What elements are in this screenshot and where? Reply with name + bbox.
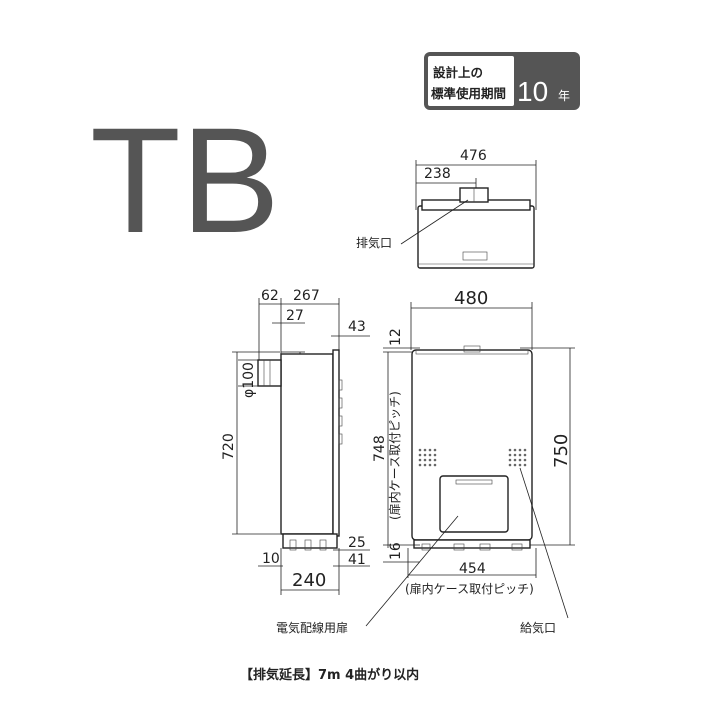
front-dim-16: 16 bbox=[388, 542, 404, 560]
side-view: 62 267 27 43 77 φ100 720 bbox=[221, 288, 370, 595]
front-pitch-label-vertical: (扉内ケース取付ピッチ) bbox=[388, 391, 402, 520]
intake-label: 給気口 bbox=[520, 620, 556, 635]
model-name: TB bbox=[90, 96, 280, 264]
top-width-dim: 476 bbox=[460, 148, 487, 164]
right-vent-grill bbox=[508, 448, 527, 467]
exhaust-extension-caption: 【排気延長】7m 4曲がり以内 bbox=[240, 667, 419, 683]
side-height-dim: 720 bbox=[221, 433, 237, 460]
side-dim-10: 10 bbox=[262, 551, 280, 567]
top-vent-offset-dim: 238 bbox=[424, 166, 451, 182]
service-life-badge: 設計上の 標準使用期間 10 年 bbox=[424, 52, 580, 110]
badge-years: 10 bbox=[517, 76, 548, 107]
side-dim-41: 41 bbox=[348, 552, 366, 568]
side-width-dim: 240 bbox=[292, 570, 326, 591]
exhaust-label: 排気口 bbox=[356, 235, 392, 250]
badge-unit: 年 bbox=[558, 89, 570, 103]
front-view: 480 12 750 748 (扉内ケース取付ピッチ) bbox=[365, 288, 575, 627]
side-dim-27: 27 bbox=[286, 308, 304, 324]
side-dim-267: 267 bbox=[293, 288, 320, 304]
left-vent-grill bbox=[418, 448, 437, 467]
front-width-dim: 480 bbox=[454, 288, 488, 309]
side-dim-43: 43 bbox=[348, 319, 366, 335]
side-dim-62: 62 bbox=[261, 288, 279, 304]
wiring-door-label: 電気配線用扉 bbox=[276, 620, 348, 635]
front-pitch-height-dim: 748 bbox=[372, 435, 388, 462]
front-height-dim: 750 bbox=[551, 434, 572, 468]
side-dim-25: 25 bbox=[348, 535, 366, 551]
front-pitch-label: (扉内ケース取付ピッチ) bbox=[405, 582, 534, 596]
side-pipe-diameter: φ100 bbox=[241, 362, 257, 398]
front-dim-12: 12 bbox=[388, 328, 404, 346]
front-pitch-width-dim: 454 bbox=[459, 561, 486, 577]
badge-line1: 設計上の bbox=[433, 65, 483, 80]
top-view: 476 238 排気口 bbox=[356, 148, 537, 269]
badge-line2: 標準使用期間 bbox=[431, 86, 506, 101]
